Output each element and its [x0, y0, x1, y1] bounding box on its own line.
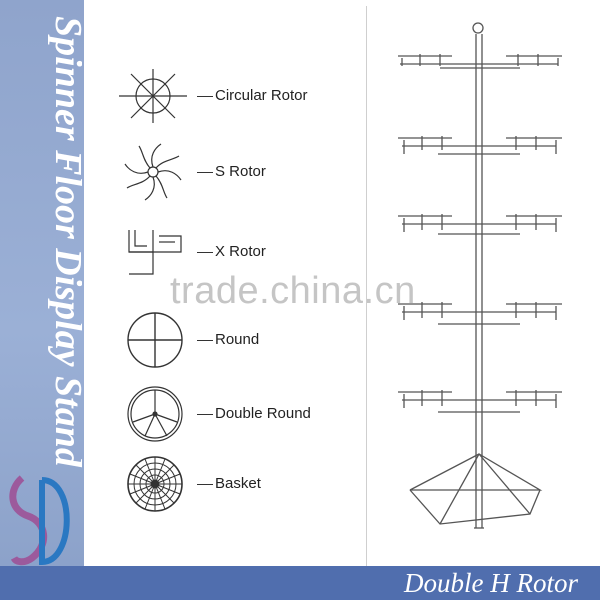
- double-round-rotor-icon: [127, 386, 183, 442]
- side-title-text: Spinner Floor Display Stand: [47, 16, 82, 468]
- rotor-item: Circular Rotor: [115, 66, 355, 126]
- rotor-label: X Rotor: [215, 243, 266, 260]
- rotor-item: X Rotor: [115, 222, 355, 282]
- leader-line: [197, 252, 213, 253]
- side-title: Spinner Floor Display Stand: [47, 16, 82, 468]
- leader-line: [197, 414, 213, 415]
- round-rotor-icon: [127, 312, 183, 368]
- divider: [366, 6, 367, 566]
- rotor-label: Circular Rotor: [215, 87, 308, 104]
- rotor-item: Round: [115, 308, 355, 368]
- brand-logo-icon: [9, 475, 70, 566]
- leader-line: [197, 340, 213, 341]
- leader-line: [197, 96, 213, 97]
- rotor-item: S Rotor: [115, 140, 355, 201]
- spinner-stand-illustration: [398, 22, 562, 529]
- footer-banner: Double H Rotor: [0, 566, 600, 600]
- rotor-label: Round: [215, 331, 260, 348]
- circular-rotor-icon: [119, 69, 187, 123]
- rotor-item: Double Round: [115, 382, 355, 442]
- basket-rotor-icon: [127, 456, 183, 512]
- watermark: trade.china.cn: [170, 270, 416, 312]
- s-rotor-icon: [124, 143, 182, 201]
- leader-line: [197, 172, 213, 173]
- rotor-label: Double Round: [215, 405, 311, 422]
- x-rotor-icon: [128, 230, 182, 275]
- rotor-label: S Rotor: [215, 163, 266, 180]
- sidebar-banner: Spinner Floor Display Stand: [0, 0, 84, 600]
- rotor-item: Basket: [115, 452, 355, 512]
- rotor-label: Basket: [215, 475, 261, 492]
- footer-title: Double H Rotor: [404, 568, 578, 598]
- leader-line: [197, 484, 213, 485]
